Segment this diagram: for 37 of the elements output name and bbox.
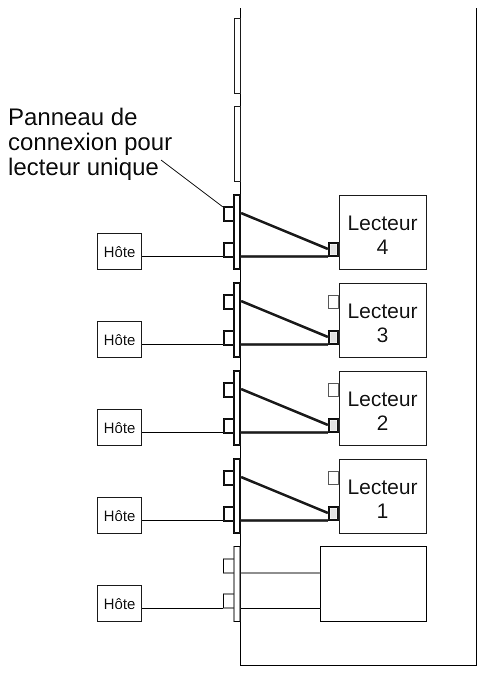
empty-drive-box <box>320 546 426 622</box>
connection-panel <box>223 370 241 446</box>
cable <box>240 476 328 514</box>
leader-line <box>160 160 224 208</box>
drive-label: Lecteur 4 <box>346 211 419 260</box>
host-box: Hôte <box>97 409 142 446</box>
cabinet-outline <box>240 8 476 666</box>
cable <box>241 431 328 434</box>
cable <box>240 212 328 250</box>
drive-label: Lecteur 2 <box>346 387 419 436</box>
cable <box>241 343 328 346</box>
host-box: Hôte <box>97 321 142 358</box>
drive-unit <box>328 371 426 446</box>
cable <box>241 255 328 258</box>
host-box: Hôte <box>97 233 142 270</box>
drive-label: Lecteur 1 <box>346 475 419 524</box>
connection-panel <box>223 458 241 534</box>
drive-unit <box>328 195 426 270</box>
connection-panel <box>223 194 241 270</box>
drive-unit <box>328 283 426 358</box>
connection-panel <box>223 546 241 622</box>
cable <box>240 388 328 426</box>
host-box: Hôte <box>97 497 142 534</box>
cable <box>240 572 320 574</box>
cable <box>142 344 224 345</box>
cable <box>142 256 224 257</box>
drive-label: Lecteur 3 <box>346 299 419 348</box>
callout-label: Panneau de connexion pour lecteur unique <box>8 105 178 180</box>
cable <box>142 432 224 433</box>
host-box: Hôte <box>97 585 142 622</box>
cable <box>142 520 224 521</box>
drive-unit <box>328 459 426 534</box>
cable <box>142 608 224 609</box>
cable <box>240 300 328 338</box>
cable <box>240 608 320 609</box>
connection-panel <box>223 282 241 358</box>
cable <box>241 519 328 522</box>
